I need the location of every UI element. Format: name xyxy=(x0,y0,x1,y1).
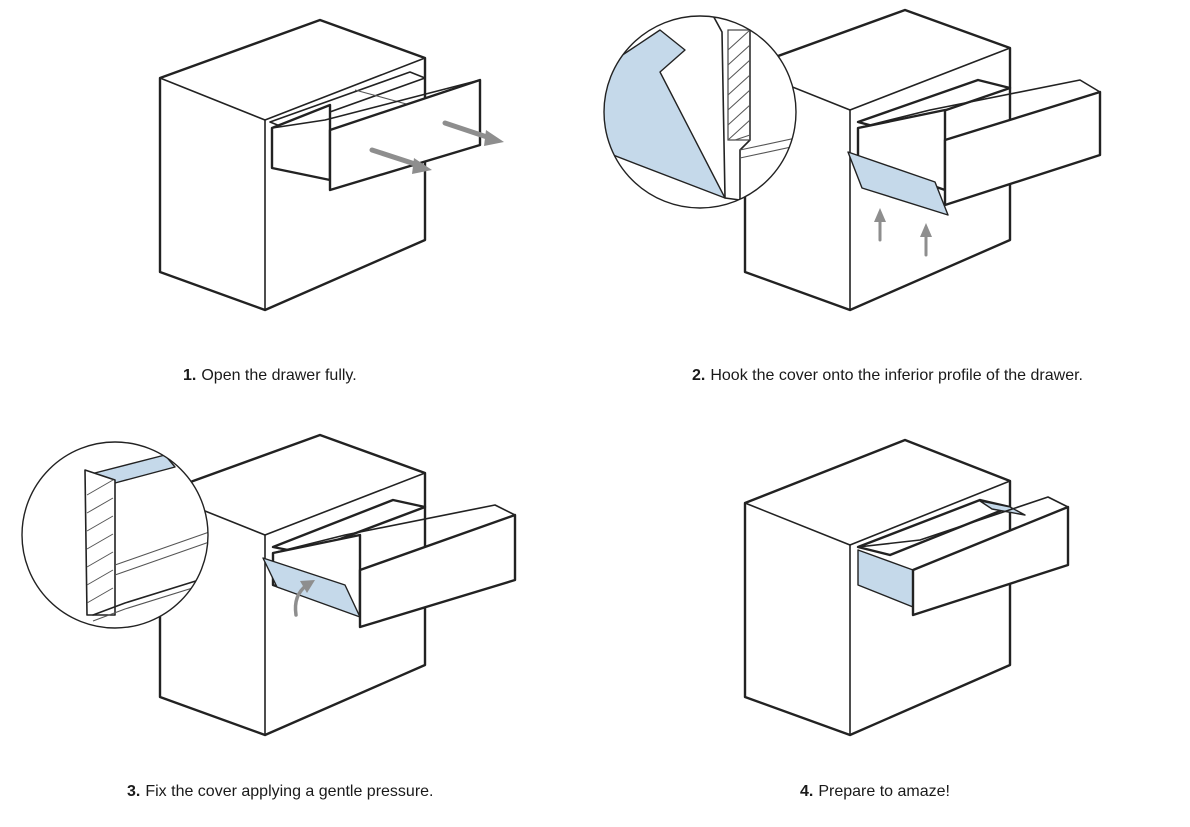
step-number: 1. xyxy=(183,367,197,384)
step-4-caption: 4.Prepare to amaze! xyxy=(800,782,950,802)
step-2-illustration xyxy=(603,8,1102,312)
step-text: Prepare to amaze! xyxy=(818,783,950,800)
drawer-open xyxy=(856,496,1070,617)
drawer-cover xyxy=(262,557,361,618)
up-arrow-icon xyxy=(874,208,932,257)
drawer-open xyxy=(856,78,1102,207)
step-number: 2. xyxy=(692,367,706,384)
step-number: 4. xyxy=(800,783,814,800)
step-text: Fix the cover applying a gentle pressure… xyxy=(145,783,434,800)
step-1-caption: 1.Open the drawer fully. xyxy=(183,366,357,386)
drawer-open xyxy=(269,71,482,192)
step-3-illustration xyxy=(21,433,517,737)
step-2-caption: 2.Hook the cover onto the inferior profi… xyxy=(692,366,1083,386)
pull-arrow-icon xyxy=(369,120,504,174)
step-1-illustration xyxy=(158,18,504,312)
magnifier-detail xyxy=(603,15,797,209)
step-3-caption: 3.Fix the cover applying a gentle pressu… xyxy=(127,782,434,802)
magnifier-detail xyxy=(21,441,209,629)
curved-arrow-icon xyxy=(293,580,315,617)
drawer-cover-side xyxy=(979,500,1026,516)
step-number: 3. xyxy=(127,783,141,800)
step-4-illustration xyxy=(743,438,1070,737)
step-text: Hook the cover onto the inferior profile… xyxy=(710,367,1083,384)
drawer-cover xyxy=(847,151,949,216)
step-text: Open the drawer fully. xyxy=(201,367,357,384)
